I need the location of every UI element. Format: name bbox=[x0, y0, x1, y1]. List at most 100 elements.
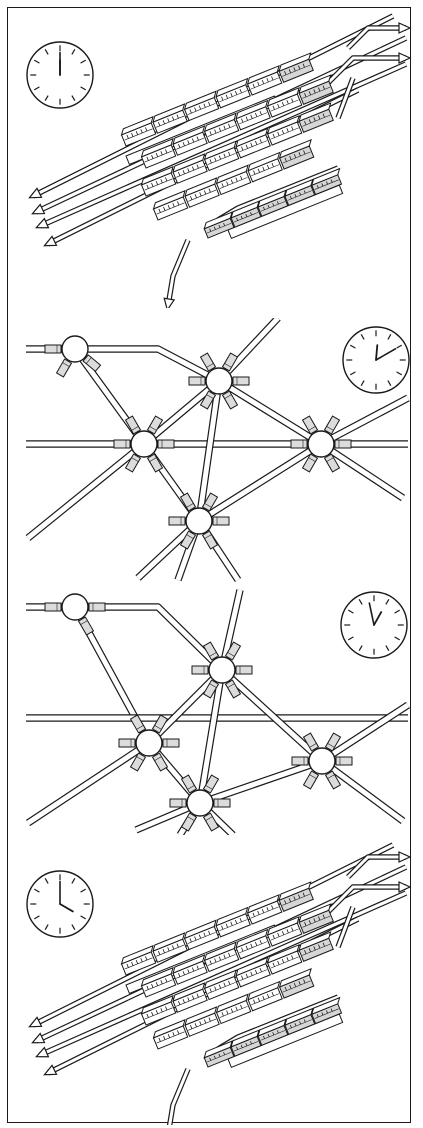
track bbox=[200, 761, 322, 803]
track bbox=[348, 852, 410, 877]
network-scene-2 bbox=[8, 585, 413, 835]
track bbox=[199, 444, 321, 521]
hub-spoke-car bbox=[213, 517, 229, 525]
spoke-car-body bbox=[119, 739, 135, 747]
hub-spoke-car bbox=[45, 603, 61, 611]
spoke-car-body bbox=[291, 440, 307, 448]
hub-spoke-car bbox=[119, 739, 135, 747]
track bbox=[322, 761, 403, 821]
track bbox=[26, 607, 222, 670]
hub-node bbox=[136, 730, 162, 756]
hub-spoke-car bbox=[170, 799, 186, 807]
hub-spoke-car bbox=[335, 440, 351, 448]
track-fill bbox=[26, 349, 219, 381]
hub-node bbox=[209, 657, 235, 683]
clock-icon bbox=[27, 42, 93, 108]
spoke-car-body bbox=[201, 353, 216, 371]
hub-node bbox=[62, 594, 88, 620]
arrow-head bbox=[36, 219, 48, 228]
hub-spoke-car bbox=[292, 757, 308, 765]
spoke-car-body bbox=[292, 757, 308, 765]
track bbox=[164, 1069, 188, 1125]
panel-terminal-1 bbox=[8, 8, 413, 308]
arrow-head bbox=[36, 1048, 48, 1057]
track-fill bbox=[28, 743, 149, 823]
track bbox=[28, 444, 144, 538]
spoke-car-body bbox=[335, 440, 351, 448]
spoke-car-body bbox=[79, 617, 94, 635]
spoke-car-body bbox=[170, 799, 186, 807]
spoke-car-body bbox=[57, 359, 72, 377]
hub-node bbox=[308, 431, 334, 457]
arrow-head bbox=[399, 23, 410, 33]
spoke-car-body bbox=[189, 377, 205, 385]
arrow-head bbox=[399, 852, 410, 862]
hub-node bbox=[131, 431, 157, 457]
arrow-head bbox=[399, 882, 410, 892]
spoke-car-body bbox=[114, 440, 130, 448]
hub-node bbox=[62, 336, 88, 362]
hub-spoke-car bbox=[192, 666, 208, 674]
spoke-car-body bbox=[325, 416, 340, 434]
track bbox=[75, 607, 200, 803]
track bbox=[348, 23, 410, 48]
track-fill bbox=[75, 607, 200, 803]
hub-node bbox=[186, 508, 212, 534]
hub-spoke-car bbox=[45, 345, 61, 353]
hub-spoke-car bbox=[304, 771, 319, 789]
clock-icon bbox=[343, 327, 409, 393]
hub-spoke-car bbox=[89, 603, 105, 611]
hub-spoke-car bbox=[79, 617, 94, 635]
spoke-car-body bbox=[213, 517, 229, 525]
track-fill bbox=[322, 761, 403, 821]
hub-spoke-car bbox=[189, 377, 205, 385]
track-fill bbox=[168, 240, 188, 306]
hub-spoke-car bbox=[233, 377, 249, 385]
arrow-head bbox=[399, 53, 410, 63]
hub-spoke-car bbox=[214, 799, 230, 807]
track-fill bbox=[28, 444, 144, 538]
spoke-car-body bbox=[192, 666, 208, 674]
spoke-car-body bbox=[214, 799, 230, 807]
track-fill bbox=[200, 761, 322, 803]
spoke-car-body bbox=[336, 757, 352, 765]
hub-node bbox=[309, 748, 335, 774]
clock-icon bbox=[27, 871, 93, 937]
track-fill bbox=[26, 607, 222, 670]
track-fill bbox=[199, 444, 321, 521]
spoke-car-body bbox=[45, 603, 61, 611]
hub-spoke-car bbox=[114, 440, 130, 448]
panel-network-1 bbox=[8, 318, 413, 583]
panel-network-2 bbox=[8, 585, 413, 835]
clock-icon bbox=[341, 592, 407, 658]
hub-spoke-car bbox=[325, 416, 340, 434]
hub-node bbox=[187, 790, 213, 816]
spoke-car-body bbox=[89, 603, 105, 611]
panel-terminal-2 bbox=[8, 840, 413, 1125]
terminal-scene-1 bbox=[8, 8, 413, 308]
rail-car bbox=[278, 140, 318, 169]
track bbox=[164, 240, 188, 308]
track bbox=[199, 381, 238, 580]
terminal-scene-2 bbox=[8, 840, 413, 1125]
spoke-car-body bbox=[169, 517, 185, 525]
spoke-car-body bbox=[158, 440, 174, 448]
hub-spoke-car bbox=[336, 757, 352, 765]
spoke-car-body bbox=[233, 377, 249, 385]
hub-spoke-car bbox=[169, 517, 185, 525]
hub-spoke-car bbox=[201, 353, 216, 371]
hub-spoke-car bbox=[57, 359, 72, 377]
rail-car bbox=[278, 969, 318, 998]
spoke-car-body bbox=[45, 345, 61, 353]
hub-spoke-car bbox=[158, 440, 174, 448]
spoke-car-body bbox=[304, 771, 319, 789]
network-scene-1 bbox=[8, 318, 413, 583]
track bbox=[28, 743, 149, 823]
spoke-car-body bbox=[236, 666, 252, 674]
spoke-car-body bbox=[163, 739, 179, 747]
track-fill bbox=[199, 381, 238, 580]
hub-spoke-car bbox=[236, 666, 252, 674]
track bbox=[26, 349, 219, 381]
hub-spoke-car bbox=[291, 440, 307, 448]
